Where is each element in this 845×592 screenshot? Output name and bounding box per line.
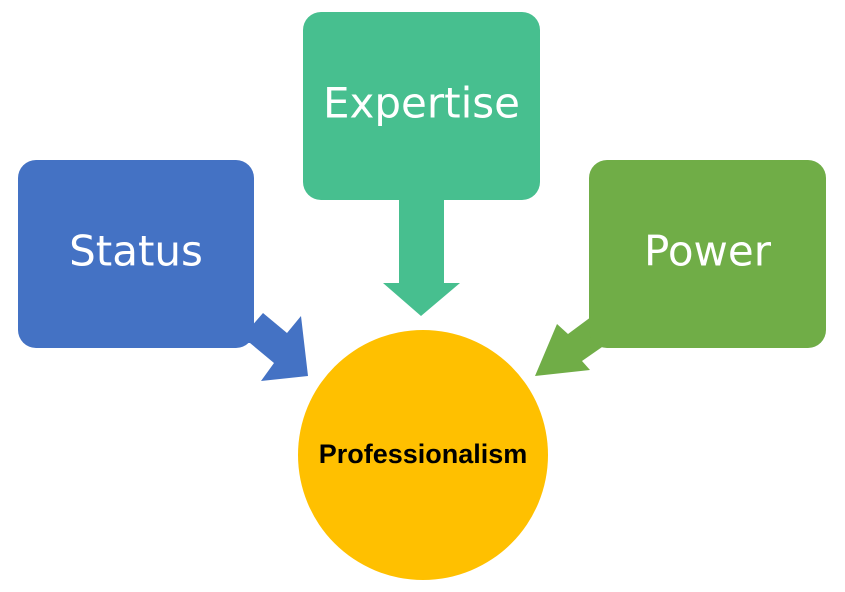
- arrow-expertise-to-center: [383, 200, 460, 316]
- box-status-label: Status: [69, 227, 203, 276]
- center-node: Professionalism: [298, 330, 548, 580]
- arrow-status-to-center: [237, 313, 308, 381]
- box-power-shape: [589, 160, 826, 348]
- box-expertise: Expertise: [303, 12, 540, 200]
- box-power: Power: [589, 160, 826, 348]
- arrow-power-to-center: [535, 311, 605, 376]
- box-expertise-label: Expertise: [323, 79, 520, 128]
- box-power-label: Power: [644, 227, 772, 276]
- box-expertise-shape: [303, 12, 540, 200]
- box-status: Status: [18, 160, 254, 348]
- box-status-shape: [18, 160, 254, 348]
- center-circle: [298, 330, 548, 580]
- center-label: Professionalism: [319, 439, 528, 469]
